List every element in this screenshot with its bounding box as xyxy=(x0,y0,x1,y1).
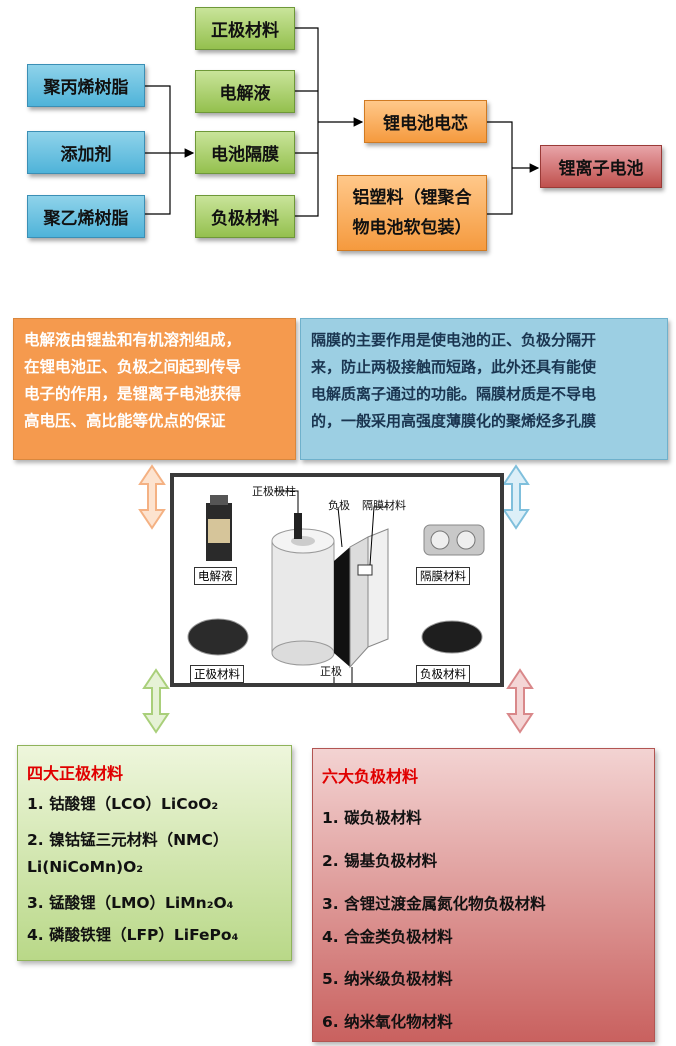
cathode-item-4: 4. 磷酸铁锂（LFP）LiFePo₄ xyxy=(27,926,239,944)
flow-connectors xyxy=(145,27,540,217)
component-electrolyte: 电解液 xyxy=(195,70,295,113)
electrolyte-tag: 电解液 xyxy=(194,567,237,585)
cathode-item-1: 1. 钴酸锂（LCO）LiCoO₂ xyxy=(27,795,219,813)
electrolyte-note-line-3: 电子的作用，是锂离子电池获得 xyxy=(24,385,242,403)
input-polypropylene: 聚丙烯树脂 xyxy=(27,64,145,107)
arrow-electrolyte xyxy=(138,464,166,530)
anode-tag: 负极材料 xyxy=(416,665,470,683)
cathode-materials-panel: 四大正极材料 1. 钴酸锂（LCO）LiCoO₂ 2. 镍钴锰三元材料（NMC）… xyxy=(17,745,292,961)
pos-label: 正极 xyxy=(320,665,342,678)
battery-structure-figure: 正极极柱 负极 隔膜材料 正极 电解液 隔膜材料 正极材料 负极材料 xyxy=(170,473,504,687)
electrolyte-note-line-2: 在锂电池正、负极之间起到传导 xyxy=(24,358,242,376)
separator-note-line-2: 来，防止两极接触而短路，此外还具有能使 xyxy=(311,358,597,376)
pos-terminal-label: 正极极柱 xyxy=(252,485,296,498)
separator-note-line-1: 隔膜的主要作用是使电池的正、负极分隔开 xyxy=(311,331,597,349)
packaging-line-1: 铝塑料（锂聚合 xyxy=(352,188,472,208)
separator-note: 隔膜的主要作用是使电池的正、负极分隔开 来，防止两极接触而短路，此外还具有能使 … xyxy=(300,318,668,460)
input-additive: 添加剂 xyxy=(27,131,145,174)
cathode-tag: 正极材料 xyxy=(190,665,244,683)
anode-item-5: 5. 纳米级负极材料 xyxy=(322,970,453,988)
anode-materials-panel: 六大负极材料 1. 碳负极材料 2. 锡基负极材料 3. 含锂过渡金属氮化物负极… xyxy=(312,748,655,1042)
separator-note-line-3: 电解质离子通过的功能。隔膜材质是不导电 xyxy=(311,385,597,403)
arrow-separator xyxy=(502,464,530,530)
anode-item-1: 1. 碳负极材料 xyxy=(322,809,422,827)
electrolyte-note-line-1: 电解液由锂盐和有机溶剂组成， xyxy=(24,331,242,349)
cell-core-box: 锂电池电芯 xyxy=(364,100,487,143)
arrow-cathode xyxy=(142,668,170,734)
packaging-line-2: 物电池软包装） xyxy=(352,218,472,238)
anode-item-2: 2. 锡基负极材料 xyxy=(322,852,438,870)
separator-note-line-4: 的，一般采用高强度薄膜化的聚烯烃多孔膜 xyxy=(311,412,597,430)
packaging-box: 铝塑料（锂聚合 物电池软包装） xyxy=(337,175,487,251)
component-cathode: 正极材料 xyxy=(195,7,295,50)
battery-illustration xyxy=(187,490,485,683)
electrolyte-note-line-4: 高电压、高比能等优点的保证 xyxy=(24,412,226,430)
cathode-item-2-formula: Li(NiCoMn)O₂ xyxy=(27,858,144,876)
component-anode: 负极材料 xyxy=(195,195,295,238)
anode-item-4: 4. 合金类负极材料 xyxy=(322,928,453,946)
input-polyethylene: 聚乙烯树脂 xyxy=(27,195,145,238)
neg-label: 负极 xyxy=(328,499,350,512)
sep-material-label: 隔膜材料 xyxy=(362,499,406,512)
electrolyte-note: 电解液由锂盐和有机溶剂组成， 在锂电池正、负极之间起到传导 电子的作用，是锂离子… xyxy=(13,318,296,460)
cathode-item-2: 2. 镍钴锰三元材料（NMC） xyxy=(27,831,229,849)
separator-tag: 隔膜材料 xyxy=(416,567,470,585)
anode-item-3: 3. 含锂过渡金属氮化物负极材料 xyxy=(322,895,546,913)
anode-item-6: 6. 纳米氧化物材料 xyxy=(322,1013,453,1031)
product-box: 锂离子电池 xyxy=(540,145,662,188)
arrow-anode xyxy=(506,668,534,734)
cathode-panel-title: 四大正极材料 xyxy=(27,764,124,783)
anode-panel-title: 六大负极材料 xyxy=(322,767,419,786)
component-separator: 电池隔膜 xyxy=(195,131,295,174)
cathode-item-3: 3. 锰酸锂（LMO）LiMn₂O₄ xyxy=(27,894,234,912)
